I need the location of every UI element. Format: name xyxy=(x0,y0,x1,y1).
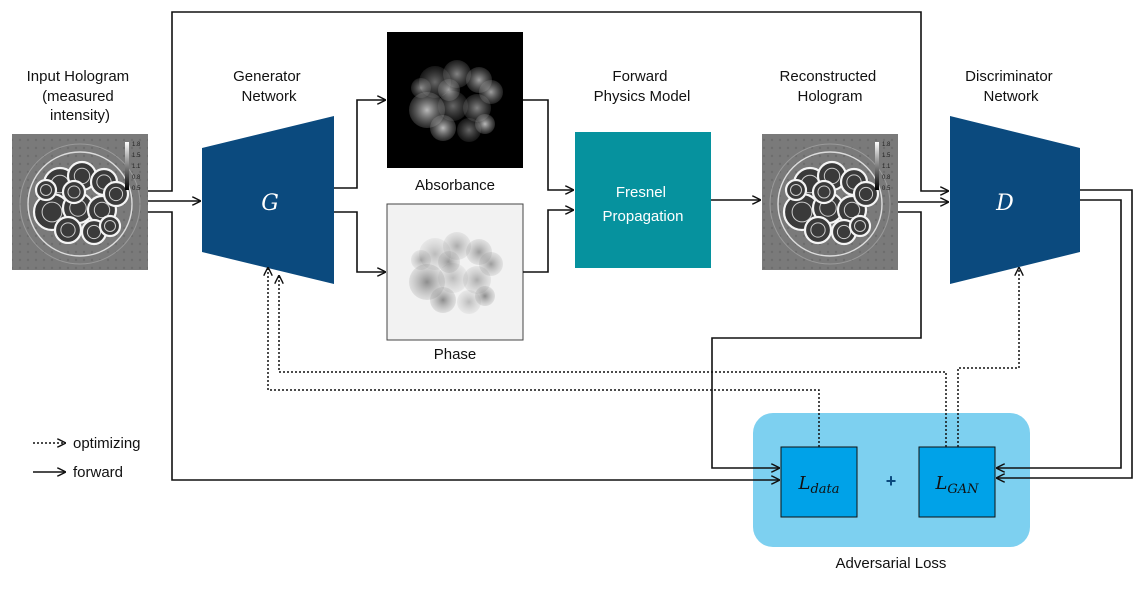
reconstructed-hologram-image xyxy=(762,134,898,270)
arrow-discriminator-to-loss-gan-a xyxy=(997,189,1133,478)
colorbar-tick-label: 1.5 xyxy=(132,153,141,159)
loss-gan-symbol: LGAN xyxy=(934,473,979,497)
legend-optimizing-label: optimizing xyxy=(73,435,141,452)
discriminator-label-line1: Discriminator xyxy=(965,68,1053,85)
loss-gan-base: L xyxy=(934,473,947,494)
forward-connections xyxy=(148,11,1133,480)
arrow-absorbance-to-fresnel xyxy=(523,99,573,190)
loss-data-sub: data xyxy=(810,482,839,497)
discriminator-symbol: D xyxy=(995,191,1014,216)
discriminator-network xyxy=(950,116,1080,284)
loss-gan-sub: GAN xyxy=(947,482,979,497)
input-hologram-label-line2: (measured xyxy=(42,88,114,105)
colorbar-tick-label: 0.5 xyxy=(882,186,891,192)
arrow-discriminator-to-loss-gan-b xyxy=(997,199,1122,468)
generator-symbol: G xyxy=(261,191,279,216)
generator-label-line2: Network xyxy=(241,88,297,105)
legend: optimizing forward xyxy=(33,435,141,481)
input-hologram-label: Input Hologram (measured intensity) xyxy=(27,68,134,124)
input-hologram-label-line1: Input Hologram xyxy=(27,68,130,85)
fresnel-propagation-label: Fresnel Propagation xyxy=(603,184,684,225)
forward-physics-label: Forward Physics Model xyxy=(594,68,691,105)
reconstructed-hologram-colorbar xyxy=(875,142,879,190)
optimizing-connections xyxy=(268,268,1019,447)
colorbar-tick-label: 0.5 xyxy=(132,186,141,192)
colorbar-tick-label: 0.8 xyxy=(882,175,891,181)
fresnel-propagation-box xyxy=(575,132,711,268)
forward-physics-label-line1: Forward xyxy=(612,68,667,85)
loss-data-box xyxy=(780,446,858,518)
arrow-generator-to-absorbance xyxy=(334,100,385,189)
arrow-loss-data-to-generator xyxy=(268,268,820,447)
absorbance-image xyxy=(387,32,523,168)
legend-forward-label: forward xyxy=(73,464,123,481)
forward-physics-label-line2: Physics Model xyxy=(594,88,691,105)
adversarial-loss-label: Adversarial Loss xyxy=(836,555,947,572)
reconstructed-label-line2: Hologram xyxy=(797,88,862,105)
reconstructed-label-line1: Reconstructed xyxy=(780,68,877,85)
input-hologram-label-line3: intensity) xyxy=(50,107,110,124)
generator-label: Generator Network xyxy=(233,68,305,105)
phase-label: Phase xyxy=(434,346,477,363)
colorbar-tick-label: 1.8 xyxy=(882,142,891,148)
colorbar-tick-label: 0.8 xyxy=(132,175,141,181)
loss-data-symbol: Ldata xyxy=(798,473,840,497)
arrow-generator-to-phase xyxy=(334,211,385,272)
plus-sign: + xyxy=(886,471,897,491)
reconstructed-hologram-label: Reconstructed Hologram xyxy=(780,68,881,105)
discriminator-label-line2: Network xyxy=(983,88,1039,105)
fresnel-label-line2: Propagation xyxy=(603,208,684,225)
colorbar-tick-label: 1.5 xyxy=(882,153,891,159)
absorbance-label: Absorbance xyxy=(415,177,495,194)
input-hologram-colorbar xyxy=(125,142,129,190)
arrow-phase-to-fresnel xyxy=(523,210,573,273)
loss-gan-box xyxy=(918,446,996,518)
colorbar-tick-label: 1.1 xyxy=(132,164,141,170)
arrow-loss-gan-to-discriminator xyxy=(957,268,1019,447)
fresnel-label-line1: Fresnel xyxy=(616,184,666,201)
generator-network xyxy=(202,116,334,284)
loss-data-base: L xyxy=(798,473,811,494)
input-hologram-image xyxy=(12,134,148,270)
colorbar-tick-label: 1.1 xyxy=(882,164,891,170)
arrow-reconstructed-to-loss-data xyxy=(711,211,922,468)
phase-image xyxy=(386,203,524,341)
generator-label-line1: Generator xyxy=(233,68,301,85)
arrow-loss-gan-to-generator xyxy=(279,276,947,447)
colorbar-tick-label: 1.8 xyxy=(132,142,141,148)
discriminator-label: Discriminator Network xyxy=(965,68,1057,105)
arrow-input-top-loop-to-discriminator xyxy=(148,11,948,191)
arrow-input-to-loss-data xyxy=(148,211,779,480)
